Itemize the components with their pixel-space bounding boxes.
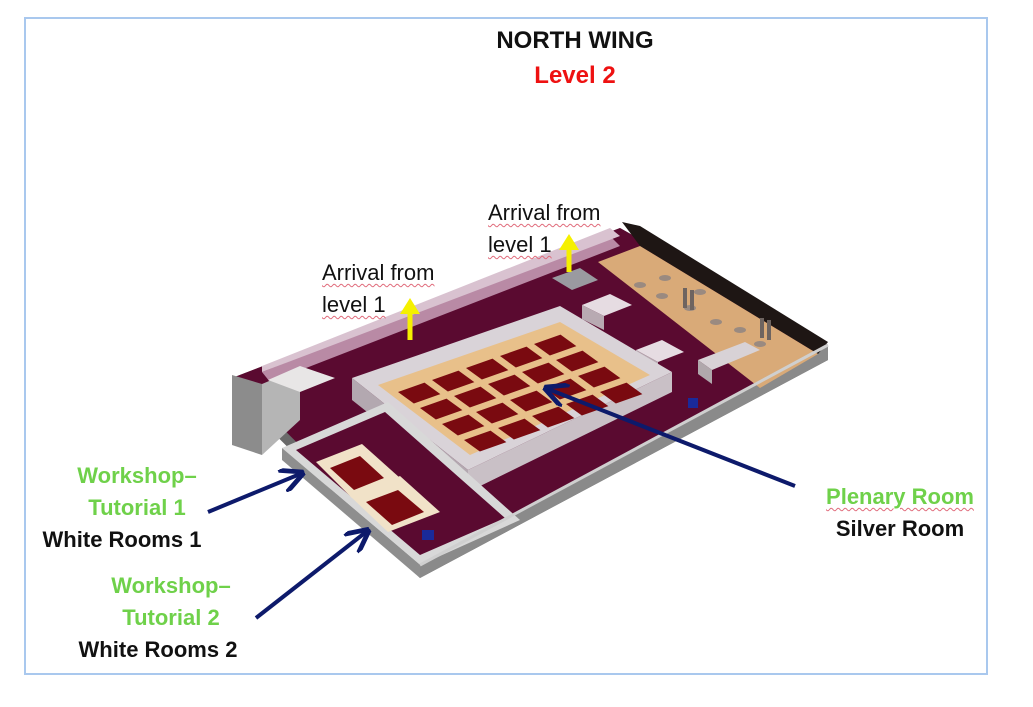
seating-block (578, 366, 621, 388)
arrival-arrow-icon (559, 234, 579, 272)
pointer-arrow-workshop-2 (254, 532, 366, 620)
workshop-2-function-line2: Tutorial 2 (122, 605, 220, 630)
seating-block (454, 386, 497, 408)
plenary-room-model (352, 306, 672, 492)
seating-block (398, 382, 441, 404)
seating-block (532, 406, 575, 428)
arrival-line-2: level 1 (488, 232, 552, 257)
seating-block (522, 362, 565, 384)
seating-block (498, 418, 541, 440)
workshop-2-room-name: White Rooms 2 (78, 637, 238, 662)
lounge-area (598, 222, 828, 388)
seating-block (600, 382, 643, 404)
workshop-1-room-name: White Rooms 1 (42, 527, 202, 552)
workshop-block (282, 402, 520, 578)
diagram-frame (24, 17, 988, 675)
arrival-line-2: level 1 (322, 292, 386, 317)
front-edge (419, 343, 829, 567)
back-wall-top (262, 228, 620, 372)
left-stair-block (232, 366, 335, 455)
pointer-arrow-plenary (548, 389, 796, 488)
arrival-line-1: Arrival from (488, 200, 601, 225)
seating-block (476, 402, 519, 424)
seating-block (488, 374, 531, 396)
seating-block (442, 414, 485, 436)
seating-block (466, 358, 509, 380)
seating-block (556, 350, 599, 372)
arrival-arrow-icon (400, 298, 420, 340)
wing-title: NORTH WING (496, 27, 654, 54)
workshop-1-function-line2: Tutorial 1 (88, 495, 186, 520)
workshop-2-function-line1: Workshop– (111, 573, 231, 598)
workshop-1-function-line1: Workshop– (77, 463, 197, 488)
back-wall (262, 236, 620, 382)
blue-marker (688, 398, 698, 408)
arrival-label-west: Arrival from level 1 (322, 257, 434, 321)
arrival-line-1: Arrival from (322, 260, 435, 285)
plenary-function: Plenary Room (826, 484, 974, 509)
seating-block (500, 346, 543, 368)
seating-block (464, 430, 507, 452)
workshop-2-label: Workshop– Tutorial 2 White Rooms 2 (58, 570, 258, 666)
seating-block (432, 370, 475, 392)
seating-block (420, 398, 463, 420)
pointer-arrow-workshop-1 (207, 474, 300, 514)
seating-block (534, 334, 577, 356)
plenary-label: Plenary Room Silver Room (810, 481, 990, 545)
plenary-seating-grid (398, 334, 643, 452)
arrival-label-east: Arrival from level 1 (488, 197, 600, 261)
level-title: Level 2 (534, 62, 616, 89)
plenary-room-name: Silver Room (835, 516, 965, 541)
workshop-1-label: Workshop– Tutorial 1 White Rooms 1 (22, 460, 222, 556)
